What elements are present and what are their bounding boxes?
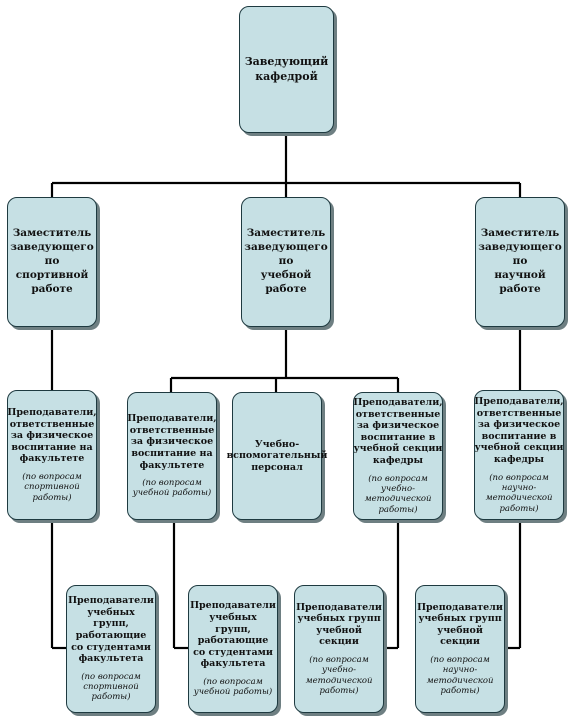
node-title: Преподавателиучебных групп,работающиесо …	[190, 600, 276, 670]
faculty-teachers-sport-node: Преподаватели,ответственныеза физическое…	[7, 390, 97, 520]
support-staff-node: Учебно-вспомогательныйперсонал	[227, 392, 327, 520]
head-of-department-node: Заведующийкафедрой	[239, 6, 334, 133]
group-teachers-sport-node: Преподавателиучебных групп,работающиесо …	[66, 585, 156, 713]
node-title: Заместительзаведующегопоучебнойработе	[244, 227, 328, 295]
section-teachers-education-node: Преподаватели,ответственныеза физическое…	[353, 392, 443, 520]
node-note: (по вопросамспортивнойработы)	[22, 471, 82, 503]
deputy-sport-node: Заместительзаведующегопоспортивнойработе	[7, 197, 97, 327]
section-teachers-science-node: Преподаватели,ответственныеза физическое…	[474, 390, 564, 520]
deputy-science-node: Заместительзаведующегопонаучнойработе	[475, 197, 565, 327]
node-title: Преподавателиучебных групп,работающиесо …	[68, 595, 154, 665]
node-title: Преподавателиучебных группучебной секции	[296, 601, 382, 648]
node-note: (по вопросамнаучно-методическойработы)	[485, 472, 553, 514]
node-title: Заместительзаведующегопоспортивнойработе	[10, 227, 94, 295]
node-title: Заведующийкафедрой	[244, 55, 329, 83]
node-note: (по вопросамучебно-методическойработы)	[364, 473, 432, 515]
section-group-teachers-science-node: Преподавателиучебных группучебной секции…	[415, 585, 505, 713]
node-note: (по вопросамучебной работы)	[132, 478, 212, 499]
deputy-education-node: Заместительзаведующегопоучебнойработе	[241, 197, 331, 327]
group-teachers-education-node: Преподавателиучебных групп,работающиесо …	[188, 585, 278, 713]
node-note: (по вопросамучебно-методическойработы)	[305, 654, 373, 697]
node-title: Преподаватели,ответственныеза физическое…	[7, 407, 97, 465]
node-title: Преподаватели,ответственныеза физическое…	[127, 413, 217, 471]
node-note: (по вопросамучебной работы)	[193, 676, 273, 698]
node-note: (по вопросамспортивнойработы)	[81, 671, 141, 703]
node-title: Преподаватели,ответственныеза физическое…	[474, 396, 564, 465]
node-note: (по вопросамнаучно-методическойработы)	[426, 654, 494, 697]
node-title: Преподаватели,ответственныеза физическое…	[353, 397, 443, 466]
faculty-teachers-education-node: Преподаватели,ответственныеза физическое…	[127, 392, 217, 520]
section-group-teachers-education-node: Преподавателиучебных группучебной секции…	[294, 585, 384, 713]
node-title: Учебно-вспомогательныйперсонал	[226, 438, 328, 473]
node-title: Преподавателиучебных группучебной секции	[417, 601, 503, 648]
node-title: Заместительзаведующегопонаучнойработе	[478, 227, 562, 295]
